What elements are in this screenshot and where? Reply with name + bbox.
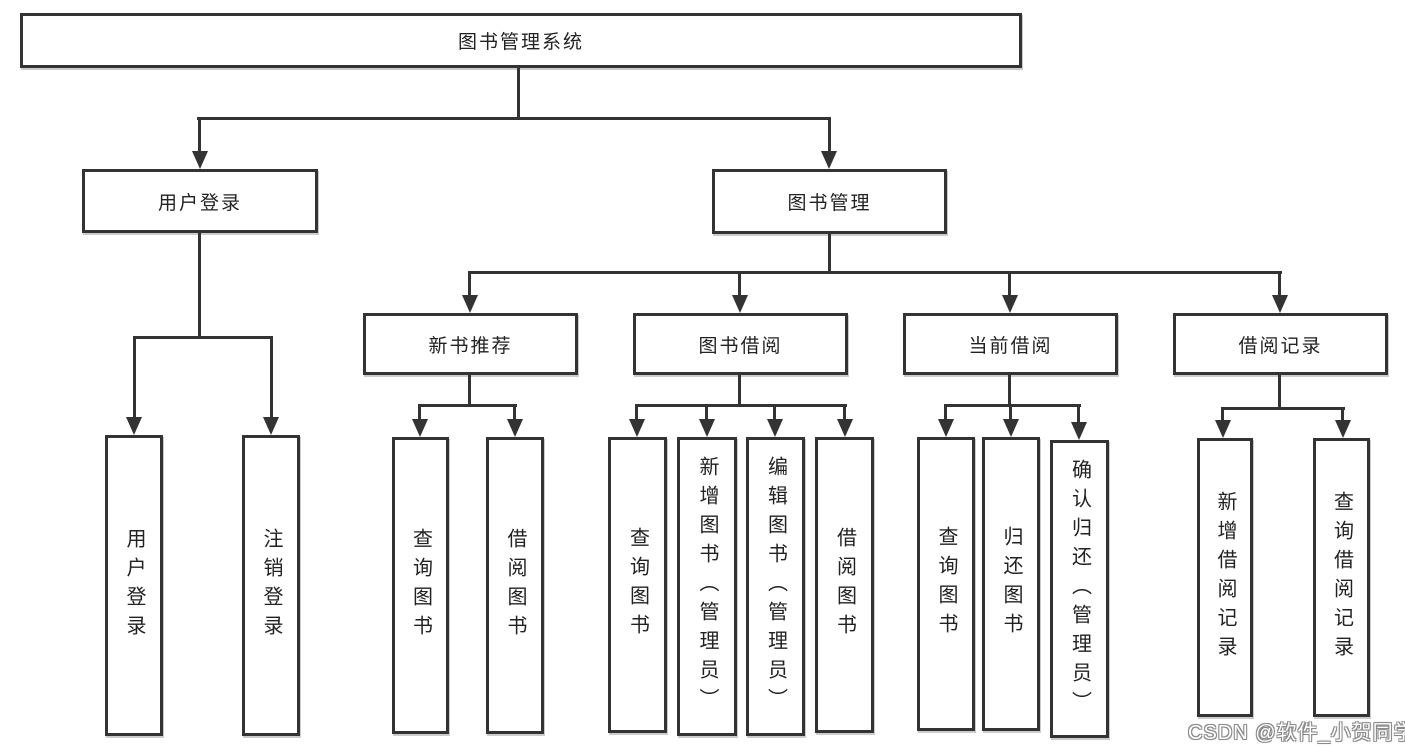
connector-line <box>198 117 201 155</box>
connector-line <box>773 404 776 420</box>
arrow-down-icon <box>412 419 428 437</box>
leaf-query-books-recommend: 查询图书 <box>392 437 449 734</box>
connector-line <box>828 117 831 155</box>
connector-line <box>1221 407 1224 422</box>
leaf-query-borrow-record: 查询借阅记录 <box>1313 438 1370 717</box>
connector-line <box>1009 404 1012 420</box>
connector-line <box>270 336 273 418</box>
arrow-down-icon <box>732 295 748 313</box>
arrow-down-icon <box>767 419 783 437</box>
node-book-borrowing: 图书借阅 <box>633 313 848 375</box>
leaf-add-books-admin: 新增图书（管理员） <box>677 437 737 736</box>
leaf-query-books-current: 查询图书 <box>917 437 975 731</box>
node-new-book-recommendation: 新书推荐 <box>363 313 578 375</box>
node-user-login: 用户登录 <box>82 169 318 233</box>
connector-line <box>1221 407 1345 410</box>
arrow-down-icon <box>1003 419 1019 437</box>
arrow-down-icon <box>699 419 715 437</box>
arrow-down-icon <box>1335 420 1351 438</box>
arrow-down-icon <box>1215 420 1231 438</box>
arrow-down-icon <box>462 295 478 313</box>
leaf-borrow-books: 借阅图书 <box>815 437 874 733</box>
leaf-logout-login: 注销登录 <box>242 435 300 736</box>
node-library-management-system: 图书管理系统 <box>20 13 1022 68</box>
connector-line <box>1077 404 1080 423</box>
node-current-borrowing: 当前借阅 <box>903 313 1118 375</box>
arrow-down-icon <box>192 151 208 169</box>
watermark: CSDN @软件_小贺同学 <box>1188 722 1405 744</box>
connector-line <box>133 336 273 339</box>
leaf-edit-books-admin: 编辑图书（管理员） <box>746 437 805 736</box>
connector-line <box>705 404 708 420</box>
connector-line <box>468 271 1282 274</box>
connector-line <box>517 68 520 117</box>
arrow-down-icon <box>837 419 853 437</box>
connector-line <box>1278 271 1281 297</box>
connector-line <box>418 404 517 407</box>
connector-line <box>828 234 831 272</box>
leaf-add-borrow-record: 新增借阅记录 <box>1197 438 1253 717</box>
arrow-down-icon <box>126 417 142 435</box>
leaf-user-login: 用户登录 <box>105 435 163 736</box>
leaf-return-books: 归还图书 <box>982 437 1040 731</box>
connector-line <box>198 233 201 336</box>
connector-line <box>843 404 846 420</box>
arrow-down-icon <box>263 417 279 435</box>
connector-line <box>197 117 831 120</box>
arrow-down-icon <box>629 419 645 437</box>
connector-line <box>1008 271 1011 297</box>
arrow-down-icon <box>1002 295 1018 313</box>
connector-line <box>738 375 741 405</box>
node-book-management: 图书管理 <box>712 169 947 234</box>
connector-line <box>133 336 136 418</box>
arrow-down-icon <box>938 419 954 437</box>
connector-line <box>1008 375 1011 405</box>
connector-line <box>738 271 741 297</box>
connector-line <box>418 404 421 420</box>
leaf-borrow-books-recommend: 借阅图书 <box>486 437 544 734</box>
node-borrowing-records: 借阅记录 <box>1173 313 1388 375</box>
connector-line <box>636 404 847 407</box>
connector-line <box>513 404 516 420</box>
arrow-down-icon <box>1071 422 1087 440</box>
connector-line <box>1278 375 1281 408</box>
arrow-down-icon <box>1272 295 1288 313</box>
connector-line <box>468 375 471 405</box>
connector-line <box>1341 407 1344 422</box>
leaf-confirm-return-admin: 确认归还（管理员） <box>1050 440 1109 738</box>
connector-line <box>468 271 471 297</box>
arrow-down-icon <box>821 151 837 169</box>
connector-line <box>944 404 1081 407</box>
connector-line <box>635 404 638 420</box>
arrow-down-icon <box>507 419 523 437</box>
leaf-query-books-borrowing: 查询图书 <box>608 437 667 733</box>
connector-line <box>944 404 947 420</box>
